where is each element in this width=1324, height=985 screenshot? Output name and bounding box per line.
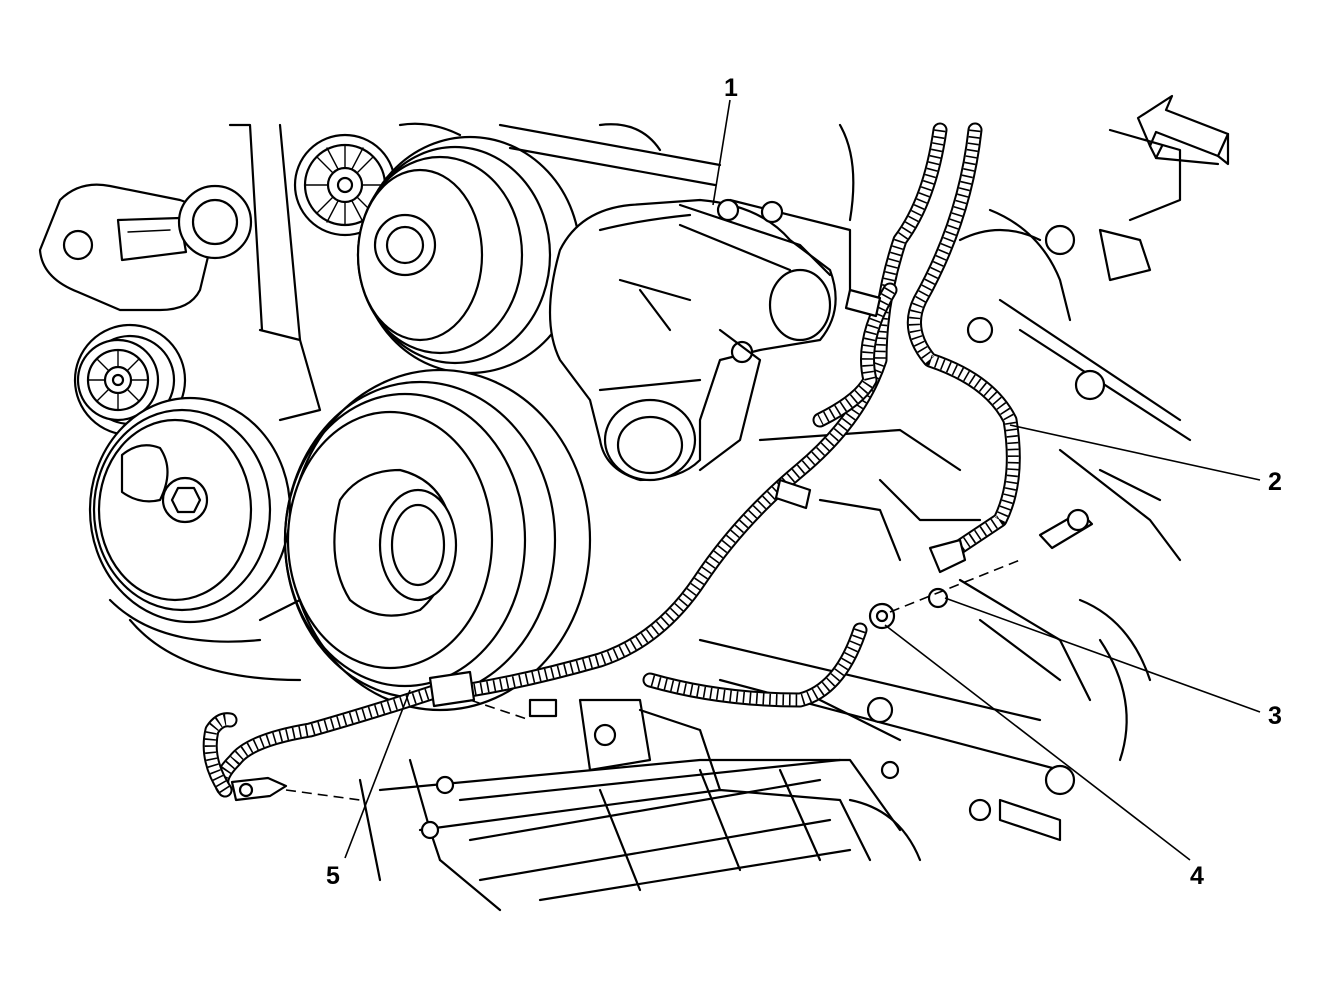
- ground-terminal-lower-left: [230, 776, 288, 802]
- callout-leaders: [344, 99, 1261, 861]
- stud-alignment-line-lower: [285, 789, 361, 801]
- pulley-lower-left: [88, 396, 302, 682]
- tensioner-bracket: [38, 183, 253, 312]
- callout-5: 5: [326, 862, 340, 890]
- stud-alignment-line-mid: [469, 699, 531, 721]
- engine-wiring-harness: [202, 122, 1021, 798]
- harness-clip: [428, 288, 882, 718]
- callout-4: 4: [1190, 862, 1204, 890]
- oil-pan: [358, 696, 1076, 912]
- engine-block-outline: [228, 122, 1192, 772]
- stud-alignment-line-right: [889, 559, 1021, 613]
- callout-2: 2: [1268, 468, 1282, 496]
- water-pump-housing: [548, 198, 837, 482]
- callout-1: 1: [724, 74, 738, 102]
- pulley-upper-center: [356, 135, 582, 375]
- callout-3: 3: [1268, 702, 1282, 730]
- crankshaft-balancer: [258, 368, 592, 712]
- ground-terminal-right: [868, 508, 1094, 630]
- direction-arrow-icon: [1136, 94, 1230, 166]
